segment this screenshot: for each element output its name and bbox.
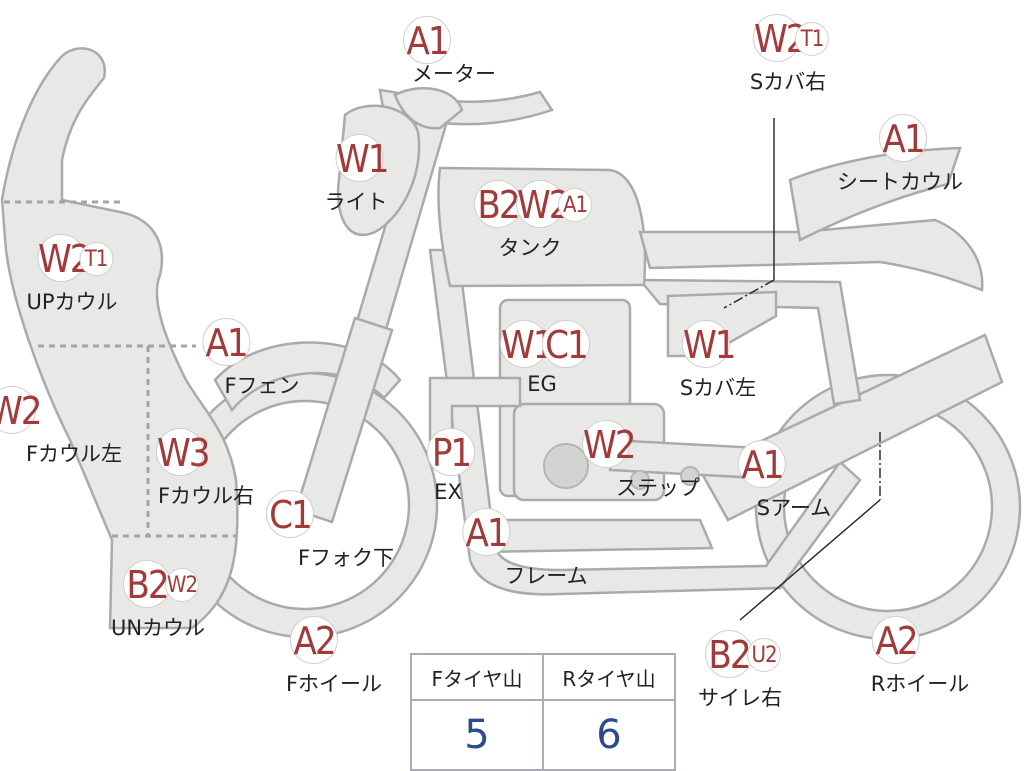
label-f-cowl-left: W2 Fカウル左 [0,386,123,468]
front-tire-header: Fタイヤ山 [410,653,544,701]
code-badge: B2 [123,560,171,608]
tire-tread-table: Fタイヤ山 Rタイヤ山 5 6 [410,653,676,771]
part-name: EG [527,372,557,396]
part-name: サイレ右 [698,686,782,710]
code-badge-small: W2 [165,568,199,602]
code-badge: A2 [872,616,920,664]
seat-shape [638,218,984,292]
part-name: Fカウル右 [157,484,255,508]
part-name: Fホイール [285,672,383,696]
label-tank: B2 W2 A1 タンク [474,180,592,262]
part-name: Fフェン [224,374,300,398]
label-s-cover-left: W1 Sカバ左 [680,320,756,402]
code-badge: A1 [202,318,250,366]
label-r-wheel: A2 Rホイール [870,616,970,698]
code-badge: W1 [682,320,737,368]
label-s-cover-right: W2 T1 Sカバ右 [749,14,829,96]
part-name: タンク [498,236,562,260]
label-f-cowl-right: W3 Fカウル右 [156,428,255,510]
code-badge: A1 [403,16,451,64]
leader-line [739,499,881,621]
code-badge: W2 [36,234,92,282]
label-un-cowl: B2 W2 UNカウル [111,560,205,642]
code-badge: A1 [879,114,927,162]
front-fork-lower-shape [294,316,394,524]
seat-cowl-shape [788,146,962,242]
code-badge: W1 [335,134,390,182]
code-badge-small: U2 [747,638,781,672]
code-badge: W2 [0,386,43,434]
label-silencer-right: B2 U2 サイレ右 [698,630,782,712]
part-name: EX [434,480,462,504]
code-badge: P1 [427,428,475,476]
label-f-fender: A1 Fフェン [202,318,300,400]
step-peg-shape [630,470,650,490]
step-peg-shape [680,466,700,486]
code-badge: A1 [462,508,510,556]
code-badge-small: T1 [78,242,113,276]
part-name: Fカウル左 [25,442,123,466]
label-meter: A1 メーター [352,16,496,88]
label-f-wheel: A2 Fホイール [286,616,382,698]
leader-line [723,279,775,309]
label-f-fork-lower: C1 Fフォク下 [266,490,395,572]
part-name: UNカウル [110,616,206,640]
label-up-cowl: W2 T1 UPカウル [26,234,118,316]
part-name: ライト [324,190,388,214]
front-cowl-shape [0,47,239,630]
part-name: フレーム [504,564,588,588]
label-step: W2 ステップ [582,420,700,502]
code-badge: W2 [753,14,808,62]
part-name: Sカバ右 [749,70,827,94]
code-badge-small: A1 [558,188,592,222]
part-name: Fフォク下 [297,546,395,570]
code-badge: B2 [474,180,522,228]
part-name: シートカウル [837,170,963,194]
rear-tire-value: 6 [542,699,676,771]
code-badge: C1 [266,490,314,538]
part-name: ステップ [616,476,700,500]
label-s-arm: A1 Sアーム [737,440,832,522]
front-tire-value: 5 [410,699,544,771]
label-frame: A1 フレーム [462,508,588,590]
code-badge: W2 [582,420,637,468]
label-exhaust: P1 EX [427,428,475,504]
label-seat-cowl: A1 シートカウル [837,114,963,196]
code-badge: W2 [516,180,571,228]
code-badge: B2 [705,630,753,678]
code-badge-small: T1 [795,22,829,56]
label-engine: W1 C1 EG [500,320,590,396]
part-name: Sカバ左 [679,376,757,400]
code-badge: A2 [290,616,338,664]
code-badge: C1 [542,320,590,368]
engine-cover-shape [543,443,589,489]
code-badge: W1 [500,320,555,368]
part-name: Sアーム [756,496,832,520]
part-name: メーター [412,62,496,86]
rear-tire-header: Rタイヤ山 [542,653,676,701]
part-name: Rホイール [870,672,970,696]
frame-shape [428,248,862,596]
code-badge: W3 [156,428,211,476]
code-badge: A1 [737,440,786,488]
part-name: UPカウル [26,290,118,314]
label-light: W1 ライト [324,134,390,216]
